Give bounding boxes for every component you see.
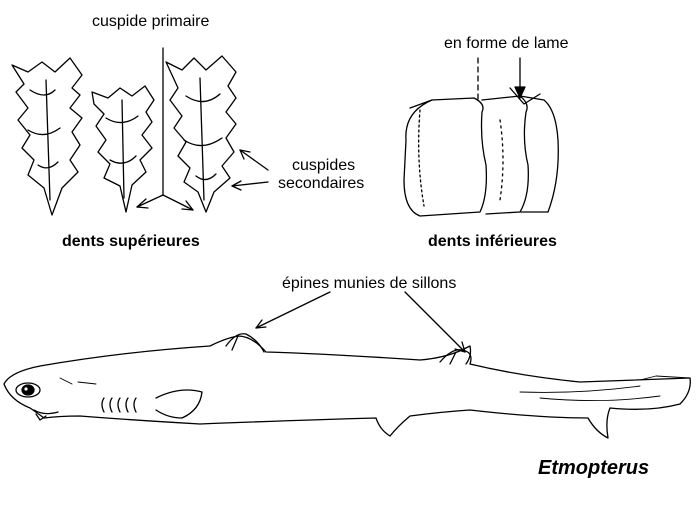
label-secondary-cusps-line2: secondaires bbox=[278, 176, 364, 192]
upper-tooth-middle bbox=[92, 86, 154, 212]
label-upper-teeth: dents supérieures bbox=[62, 234, 200, 250]
upper-tooth-right bbox=[166, 56, 236, 212]
lower-teeth bbox=[404, 88, 558, 216]
label-primary-cusp: cuspide primaire bbox=[92, 14, 209, 30]
shark-body-outline bbox=[4, 336, 690, 438]
shark-etmopterus bbox=[4, 334, 690, 438]
label-genus: Etmopterus bbox=[538, 458, 649, 478]
label-secondary-cusps-line1: cuspides bbox=[292, 158, 355, 174]
cusp-arrow-left bbox=[137, 195, 163, 207]
cusp-arrow-right bbox=[163, 195, 193, 210]
label-lower-teeth: dents inférieures bbox=[428, 234, 557, 250]
secondary-cusp-arrow-1 bbox=[240, 150, 268, 170]
spine-pointer-left bbox=[256, 292, 330, 328]
label-blade-shaped: en forme de lame bbox=[444, 36, 569, 52]
label-grooved-spines: épines munies de sillons bbox=[282, 276, 456, 292]
spine-pointer-right bbox=[405, 292, 465, 352]
gill-slits bbox=[102, 398, 136, 412]
pectoral-fin bbox=[156, 390, 202, 418]
upper-tooth-left bbox=[12, 58, 82, 215]
shark-mouth bbox=[34, 410, 58, 420]
